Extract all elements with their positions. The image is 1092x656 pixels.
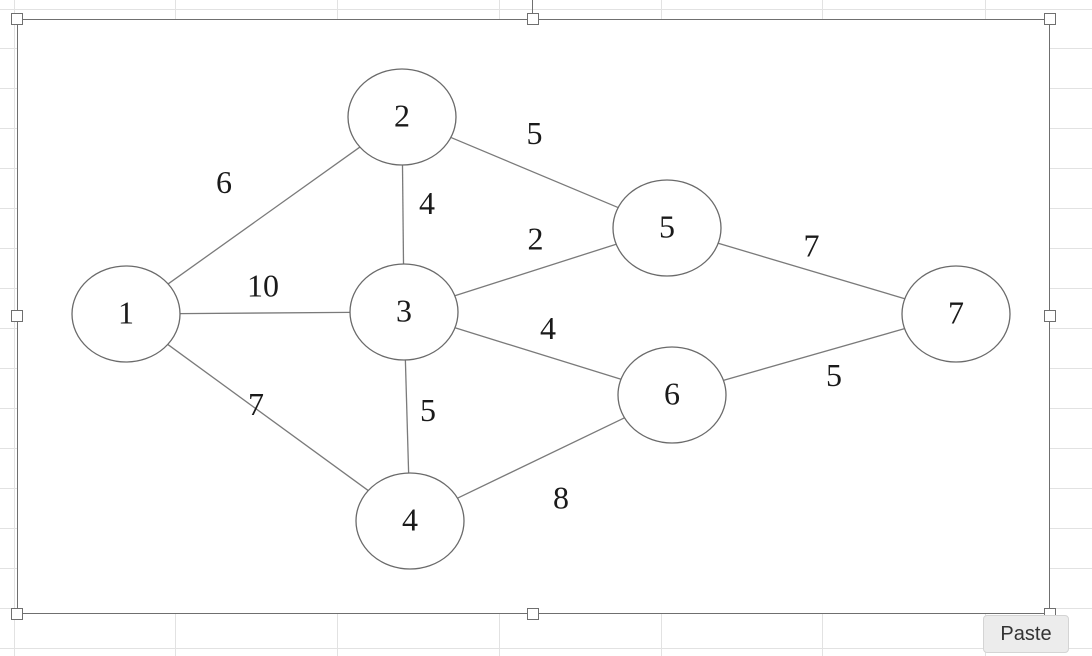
edge-line [457,417,625,499]
node-circle [71,265,181,363]
edge-4-6: 8 [457,417,625,515]
edge-weight-label: 5 [826,357,842,393]
edge-2-3: 4 [401,164,435,265]
edge-weight-label: 6 [216,164,232,200]
edge-line [167,146,361,285]
node-label: 3 [396,292,412,328]
node-label: 7 [948,294,964,330]
resize-handle-top-center[interactable] [527,13,539,25]
edge-1-3: 10 [179,267,351,315]
edge-line [450,136,619,209]
node-label: 1 [118,294,134,330]
node-4: 4 [355,472,465,570]
node-7: 7 [901,265,1011,363]
node-label: 4 [402,501,418,537]
edge-3-5: 2 [454,220,617,297]
edge-weight-label: 4 [419,185,435,221]
edge-line [404,359,410,474]
edge-weight-label: 5 [527,115,543,151]
node-label: 2 [394,97,410,133]
resize-handle-middle-right[interactable] [1044,310,1056,322]
edge-weight-label: 7 [804,227,820,263]
node-circle [349,263,459,361]
edge-line [454,243,617,297]
edge-3-4: 5 [404,359,436,474]
edge-weight-label: 8 [553,479,569,515]
node-circle [355,472,465,570]
edge-3-6: 4 [454,310,622,380]
edge-1-2: 6 [167,146,361,285]
edge-weight-label: 7 [248,386,264,422]
edge-line [401,164,405,265]
edge-6-7: 5 [723,328,905,393]
edge-line [454,327,622,380]
edge-weight-label: 10 [247,267,279,303]
resize-handle-top-left[interactable] [11,13,23,25]
edge-weight-label: 2 [528,220,544,256]
edge-weight-label: 5 [420,392,436,428]
paste-button-label: Paste [1000,622,1052,645]
edge-line [179,311,351,315]
node-1: 1 [71,265,181,363]
edge-5-7: 7 [718,227,905,300]
resize-handle-bottom-center[interactable] [527,608,539,620]
edge-line [723,328,905,381]
edge-1-4: 7 [167,343,369,492]
node-3: 3 [349,263,459,361]
node-label: 6 [664,375,680,411]
resize-handle-middle-left[interactable] [11,310,23,322]
node-circle [612,179,722,277]
node-circle [617,346,727,444]
edge-2-5: 5 [450,115,619,209]
node-label: 5 [659,208,675,244]
paste-button[interactable]: Paste [983,615,1069,653]
node-5: 5 [612,179,722,277]
edge-line [167,343,369,492]
edge-line [718,242,905,300]
resize-handle-bottom-left[interactable] [11,608,23,620]
rotation-stem [532,0,533,13]
resize-handle-top-right[interactable] [1044,13,1056,25]
graph-diagram: 6 10 7 4 5 2 4 5 8 7 5 1 2 3 4 5 6 7 [71,68,1011,570]
node-circle [901,265,1011,363]
edge-weight-label: 4 [540,310,556,346]
node-circle [347,68,457,166]
node-6: 6 [617,346,727,444]
pasted-graph-image[interactable]: 6 10 7 4 5 2 4 5 8 7 5 1 2 3 4 5 6 7 [17,19,1050,614]
node-2: 2 [347,68,457,166]
